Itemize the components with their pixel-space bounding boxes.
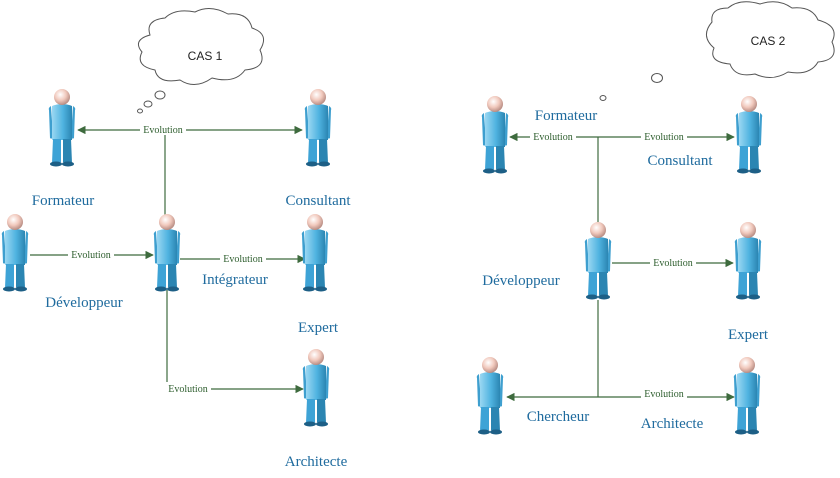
edge-label: Evolution <box>653 258 692 269</box>
thought-cloud-cas2: CAS 2 <box>599 1 835 101</box>
label-consultant: Consultant <box>285 193 351 209</box>
edge-label: Evolution <box>223 254 262 265</box>
label-architecte: Architecte <box>285 454 348 470</box>
edge-label: Evolution <box>644 389 683 400</box>
person-expert-icon <box>734 222 762 300</box>
person-architecte-icon <box>302 349 330 427</box>
person-developpeur-icon <box>584 222 612 300</box>
edge-label: Evolution <box>143 125 182 136</box>
label-developpeur: Développeur <box>482 273 559 289</box>
person-consultant-icon <box>304 89 332 167</box>
label-architecte: Architecte <box>641 416 704 432</box>
edge-label: Evolution <box>168 384 207 395</box>
label-consultant: Consultant <box>647 153 713 169</box>
cas2-title: CAS 2 <box>751 34 786 48</box>
label-integrateur: Intégrateur <box>202 272 268 288</box>
person-formateur-icon <box>481 96 509 174</box>
label-developpeur: Développeur <box>45 295 122 311</box>
label-expert: Expert <box>298 320 339 336</box>
cas1-title: CAS 1 <box>188 49 223 63</box>
label-formateur: Formateur <box>535 108 597 124</box>
person-developpeur-icon <box>1 214 29 292</box>
person-consultant-icon <box>735 96 763 174</box>
thought-cloud-cas1: CAS 1 <box>137 8 265 114</box>
person-expert-icon <box>301 214 329 292</box>
person-formateur-icon <box>48 89 76 167</box>
edge-label: Evolution <box>644 132 683 143</box>
label-chercheur: Chercheur <box>527 409 589 425</box>
edge-label: Evolution <box>533 132 572 143</box>
label-formateur: Formateur <box>32 193 94 209</box>
person-integrateur-icon <box>153 214 181 292</box>
person-chercheur-icon <box>476 357 504 435</box>
label-expert: Expert <box>728 327 769 343</box>
edge-label: Evolution <box>71 250 110 261</box>
person-architecte-icon <box>733 357 761 435</box>
cas2-connectors <box>506 132 735 402</box>
